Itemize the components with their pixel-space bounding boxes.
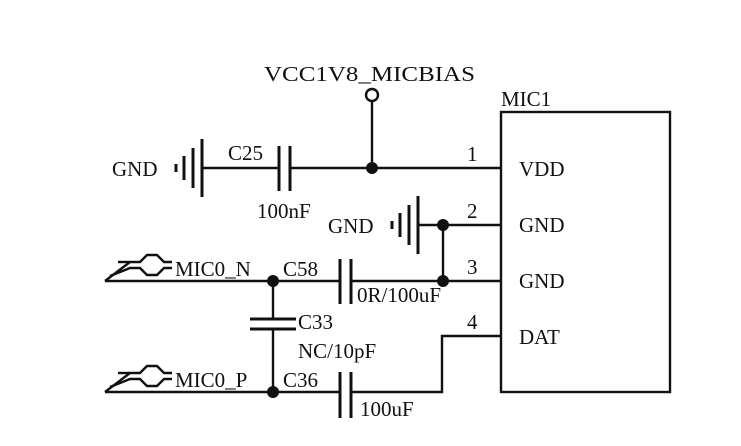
port-arrow-icon	[104, 253, 172, 282]
pin-number-1: 1	[467, 142, 478, 166]
port-label-mic0-p: MIC0_P	[175, 368, 247, 392]
pin-name-3: GND	[519, 269, 565, 293]
capacitor-c25-value: 100nF	[257, 199, 311, 223]
pin-number-2: 2	[467, 199, 478, 223]
capacitor-c33-icon	[250, 317, 296, 331]
component-ref: MIC1	[501, 87, 551, 111]
pin-number-4: 4	[467, 310, 478, 334]
component-body	[499, 110, 672, 394]
pin-number-3: 3	[467, 255, 478, 279]
net-vdd: GND C25 100nF	[112, 139, 501, 223]
capacitor-c33: C33 NC/10pF	[250, 281, 376, 392]
pin-name-2: GND	[519, 213, 565, 237]
capacitor-c58-icon	[338, 259, 353, 304]
capacitor-c33-ref: C33	[298, 310, 333, 334]
capacitor-c58-value: 0R/100uF	[357, 283, 441, 307]
net-mic0-n: MIC0_N C58 0R/100uF	[104, 253, 501, 307]
port-label-mic0-n: MIC0_N	[175, 257, 251, 281]
power-net-label: VCC1V8_MICBIAS	[264, 62, 475, 86]
ground-label-2: GND	[328, 214, 374, 238]
component-mic1: MIC1 VDD GND GND DAT 1 2 3 4	[467, 87, 672, 394]
capacitor-c36-ref: C36	[283, 368, 318, 392]
capacitor-c33-value: NC/10pF	[298, 339, 376, 363]
ground-label-1: GND	[112, 157, 158, 181]
capacitor-c36-icon	[338, 372, 353, 418]
pin-name-1: VDD	[519, 157, 565, 181]
junction-dot	[267, 386, 279, 398]
net-gnd: GND	[328, 196, 501, 287]
ground-icon	[174, 139, 204, 197]
power-net-vcc1v8-micbias: VCC1V8_MICBIAS	[264, 62, 475, 174]
capacitor-c25-ref: C25	[228, 141, 263, 165]
net-mic0-p: MIC0_P C36 100uF	[104, 334, 501, 421]
capacitor-c58-ref: C58	[283, 257, 318, 281]
capacitor-c36-value: 100uF	[360, 397, 414, 421]
ground-icon	[390, 196, 420, 254]
power-port-circle-icon	[364, 87, 380, 103]
pin-name-4: DAT	[519, 325, 560, 349]
capacitor-c25-icon	[277, 146, 292, 191]
port-arrow-icon	[104, 364, 172, 393]
